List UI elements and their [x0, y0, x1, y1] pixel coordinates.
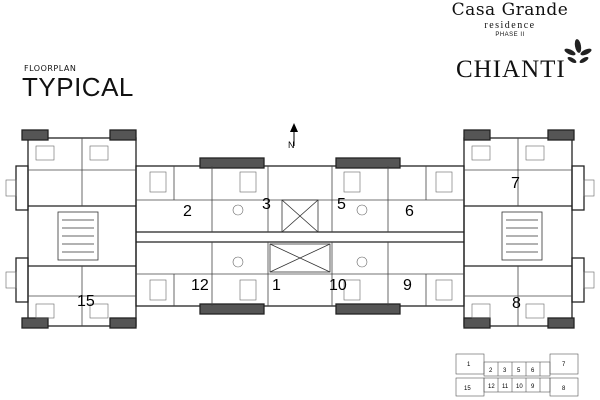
interior-walls: [28, 138, 572, 326]
key-label: 8: [562, 386, 566, 392]
project-name: CHIANTI: [456, 56, 566, 83]
unit-labels: 2 3 5 6 7 12 1 10 9 15 8: [77, 175, 521, 312]
key-label: 2: [489, 368, 493, 374]
furniture-marks: [5, 145, 595, 319]
unit-label: 3: [262, 196, 271, 213]
unit-label: 7: [511, 175, 520, 192]
building-outline: [15, 129, 585, 329]
key-label: 7: [562, 362, 566, 368]
unit-label: 15: [77, 293, 95, 310]
key-label: 10: [516, 384, 523, 390]
key-label: 1: [467, 362, 471, 368]
unit-label: 6: [405, 203, 414, 220]
brand-block: Casa Grande residence PHASE II: [440, 0, 580, 40]
key-label: 6: [531, 368, 535, 374]
key-label: 15: [464, 386, 471, 392]
brand-subtitle: residence: [484, 20, 536, 31]
unit-label: 1: [272, 277, 281, 294]
leaf-logo-icon: [564, 39, 592, 64]
key-label: 12: [488, 384, 495, 390]
key-label: 11: [502, 384, 509, 390]
brand-phase: PHASE II: [495, 32, 525, 38]
floorplan-label: FLOORPLAN: [24, 64, 77, 73]
north-arrow-icon: N: [288, 123, 298, 150]
stair-core: [57, 199, 543, 273]
key-label: 9: [531, 384, 535, 390]
key-plan: 1 2 3 5 6 7 15 12 11 10 9 8: [455, 353, 579, 397]
brand-name: Casa Grande: [451, 0, 569, 20]
north-label: N: [288, 140, 295, 150]
unit-label: 2: [183, 203, 192, 220]
key-label: 5: [517, 368, 521, 374]
key-label: 3: [503, 368, 507, 374]
unit-label: 5: [337, 196, 346, 213]
unit-label: 8: [512, 295, 521, 312]
unit-label: 12: [191, 277, 209, 294]
unit-label: 10: [329, 277, 347, 294]
unit-label: 9: [403, 277, 412, 294]
floorplan-title: TYPICAL: [22, 72, 134, 102]
